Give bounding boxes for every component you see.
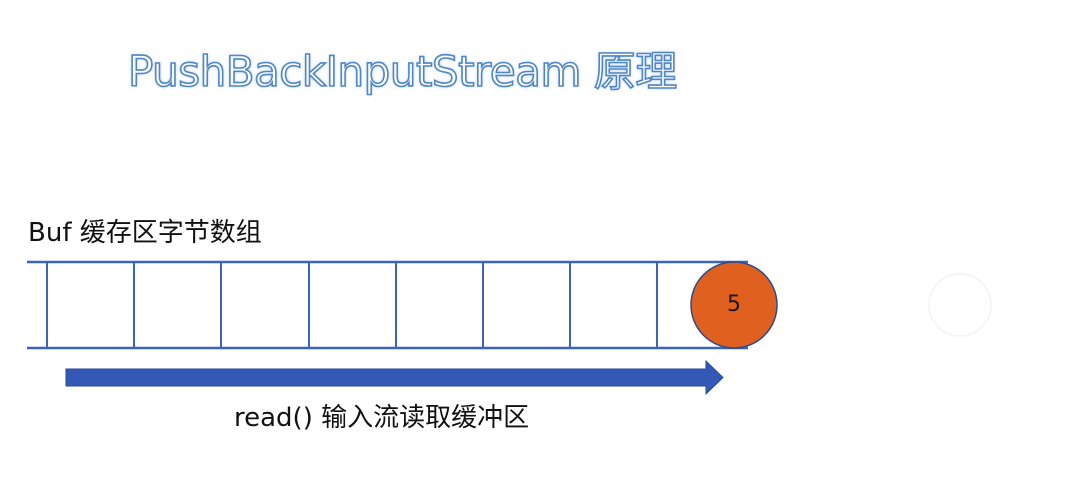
ball-value: 5: [727, 292, 741, 317]
byte-ball: [690, 261, 778, 349]
read-arrow-icon: [65, 359, 724, 396]
buffer-label: Buf 缓存区字节数组: [28, 218, 262, 248]
ghost-circle: [928, 273, 992, 337]
read-arrow-label: read() 输入流读取缓冲区: [234, 403, 530, 433]
buffer-array: [27, 260, 748, 350]
page-title: PushBackInputStream 原理: [127, 46, 678, 97]
